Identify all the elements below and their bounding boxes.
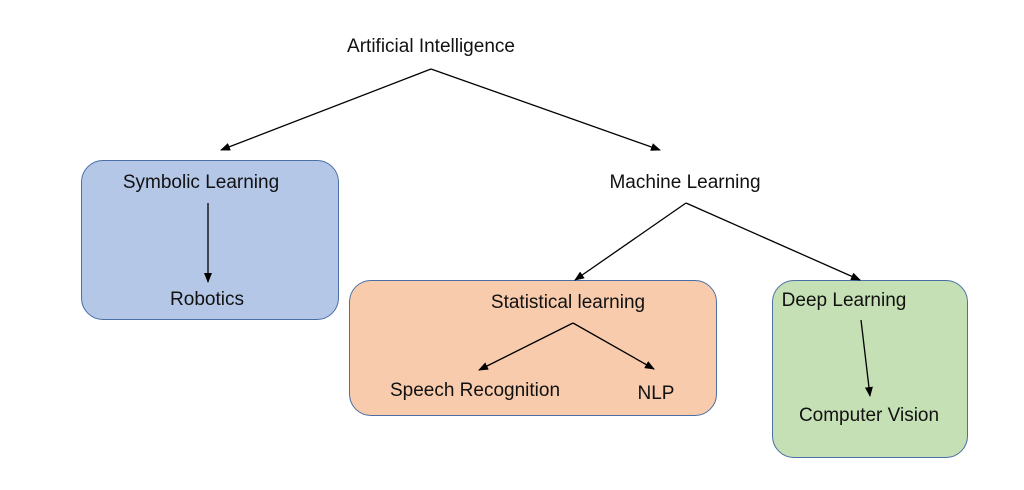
edge-ai-ml	[430, 68, 661, 151]
edge-ai-symbolic	[220, 68, 432, 151]
statistical-learning-box	[349, 280, 717, 416]
edge-ml-statistical	[574, 202, 687, 281]
edge-ml-deep	[685, 202, 861, 281]
node-artificial-intelligence: Artificial Intelligence	[347, 36, 515, 57]
node-computer-vision: Computer Vision	[798, 405, 940, 426]
node-deep-learning: Deep Learning	[781, 290, 907, 311]
edge-statistical-speech	[478, 322, 574, 371]
node-speech-recognition: Speech Recognition	[389, 380, 561, 401]
node-robotics: Robotics	[170, 289, 244, 310]
node-machine-learning: Machine Learning	[609, 172, 761, 193]
node-nlp: NLP	[637, 383, 675, 404]
edge-deep-cv	[860, 319, 873, 397]
node-symbolic-learning: Symbolic Learning	[122, 172, 280, 193]
deep-learning-box	[772, 280, 968, 458]
symbolic-learning-box	[81, 160, 339, 320]
edge-statistical-nlp	[572, 322, 655, 370]
node-statistical-learning: Statistical learning	[490, 292, 646, 313]
